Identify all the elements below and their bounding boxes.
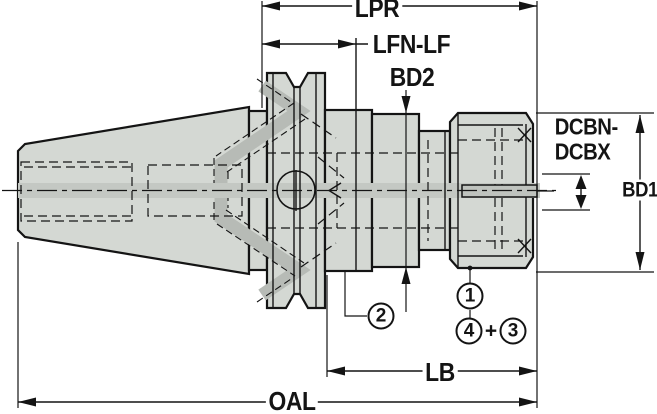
dim-label-dcbx: DCBX	[553, 138, 613, 165]
callout-1: 1	[456, 282, 484, 310]
dim-label-bd1: BD1	[619, 179, 657, 201]
callout-leaders	[344, 265, 473, 318]
dim-label-bd2: BD2	[387, 64, 437, 90]
dim-label-dcbn: DCBN-	[553, 113, 620, 140]
callout-4: 4	[455, 317, 483, 345]
dim-dcbn-dcbx	[542, 173, 590, 211]
dim-label-oal: OAL	[265, 388, 319, 414]
dim-lfn-lf	[262, 39, 368, 49]
dim-label-lfn-lf: LFN-LF	[371, 29, 452, 59]
dim-label-lb: LB	[422, 359, 458, 385]
callout-3: 3	[499, 317, 527, 345]
dim-label-lpr: LPR	[352, 0, 402, 21]
callout-plus: +	[484, 319, 498, 343]
extension-lines	[17, 1, 538, 408]
dim-bd2	[401, 90, 411, 312]
tool-body	[16, 71, 535, 310]
callout-2: 2	[367, 302, 395, 330]
